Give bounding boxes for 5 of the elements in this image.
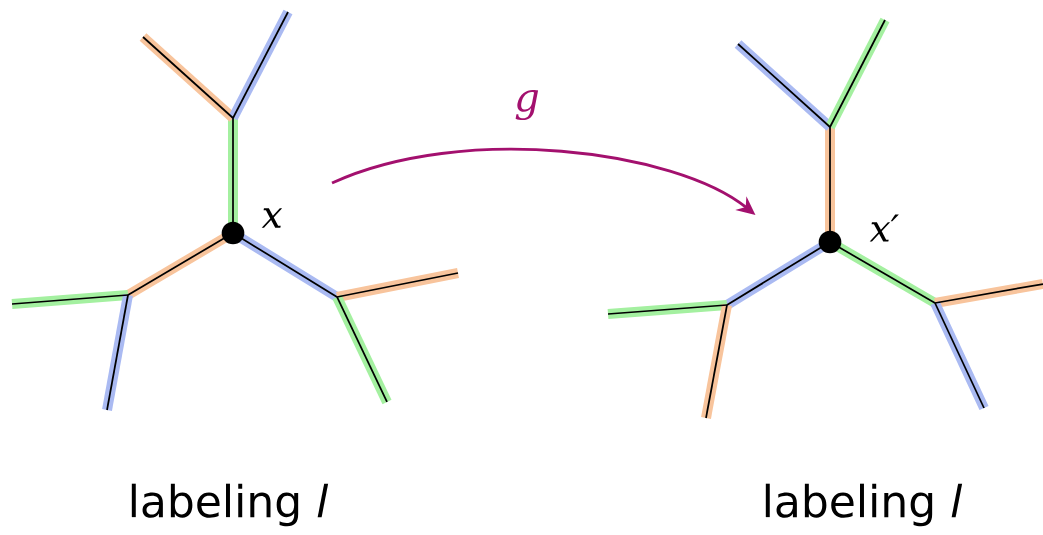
caption-text: labeling l [131,483,329,527]
edge-label: g [515,89,539,121]
vertex-label: x′ [869,214,899,242]
caption-text: labeling l [765,483,963,527]
vertex-label: x [261,208,283,228]
